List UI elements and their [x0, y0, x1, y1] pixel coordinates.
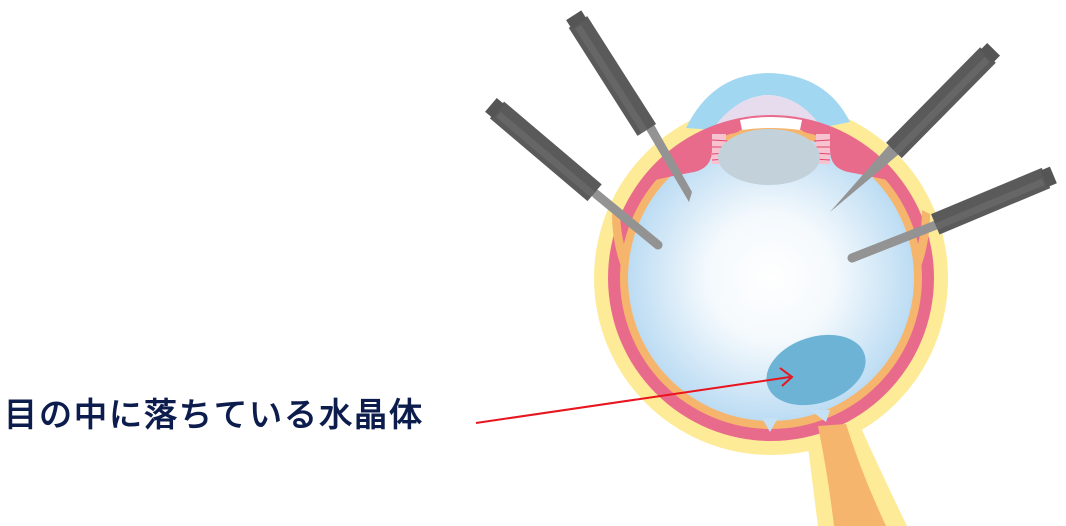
- iris-gap: [740, 117, 802, 130]
- vitreous-notch-left: [762, 418, 778, 432]
- dislocated-lens: [766, 334, 866, 406]
- instrument-upper-right: [830, 42, 1001, 212]
- annotation-arrow: [475, 367, 794, 424]
- optic-nerve: [818, 424, 886, 526]
- cornea: [686, 73, 850, 130]
- needle-shaft: [830, 144, 899, 212]
- blade-shaft: [644, 121, 692, 202]
- vitreous-notch-right: [810, 410, 830, 422]
- annotation-label: 目の中に落ちている水晶体: [4, 395, 424, 434]
- lens-capsule: [718, 129, 820, 185]
- instrument-right: [847, 166, 1057, 263]
- instrument-upper-left: [566, 10, 692, 202]
- instrument-left: [485, 97, 663, 250]
